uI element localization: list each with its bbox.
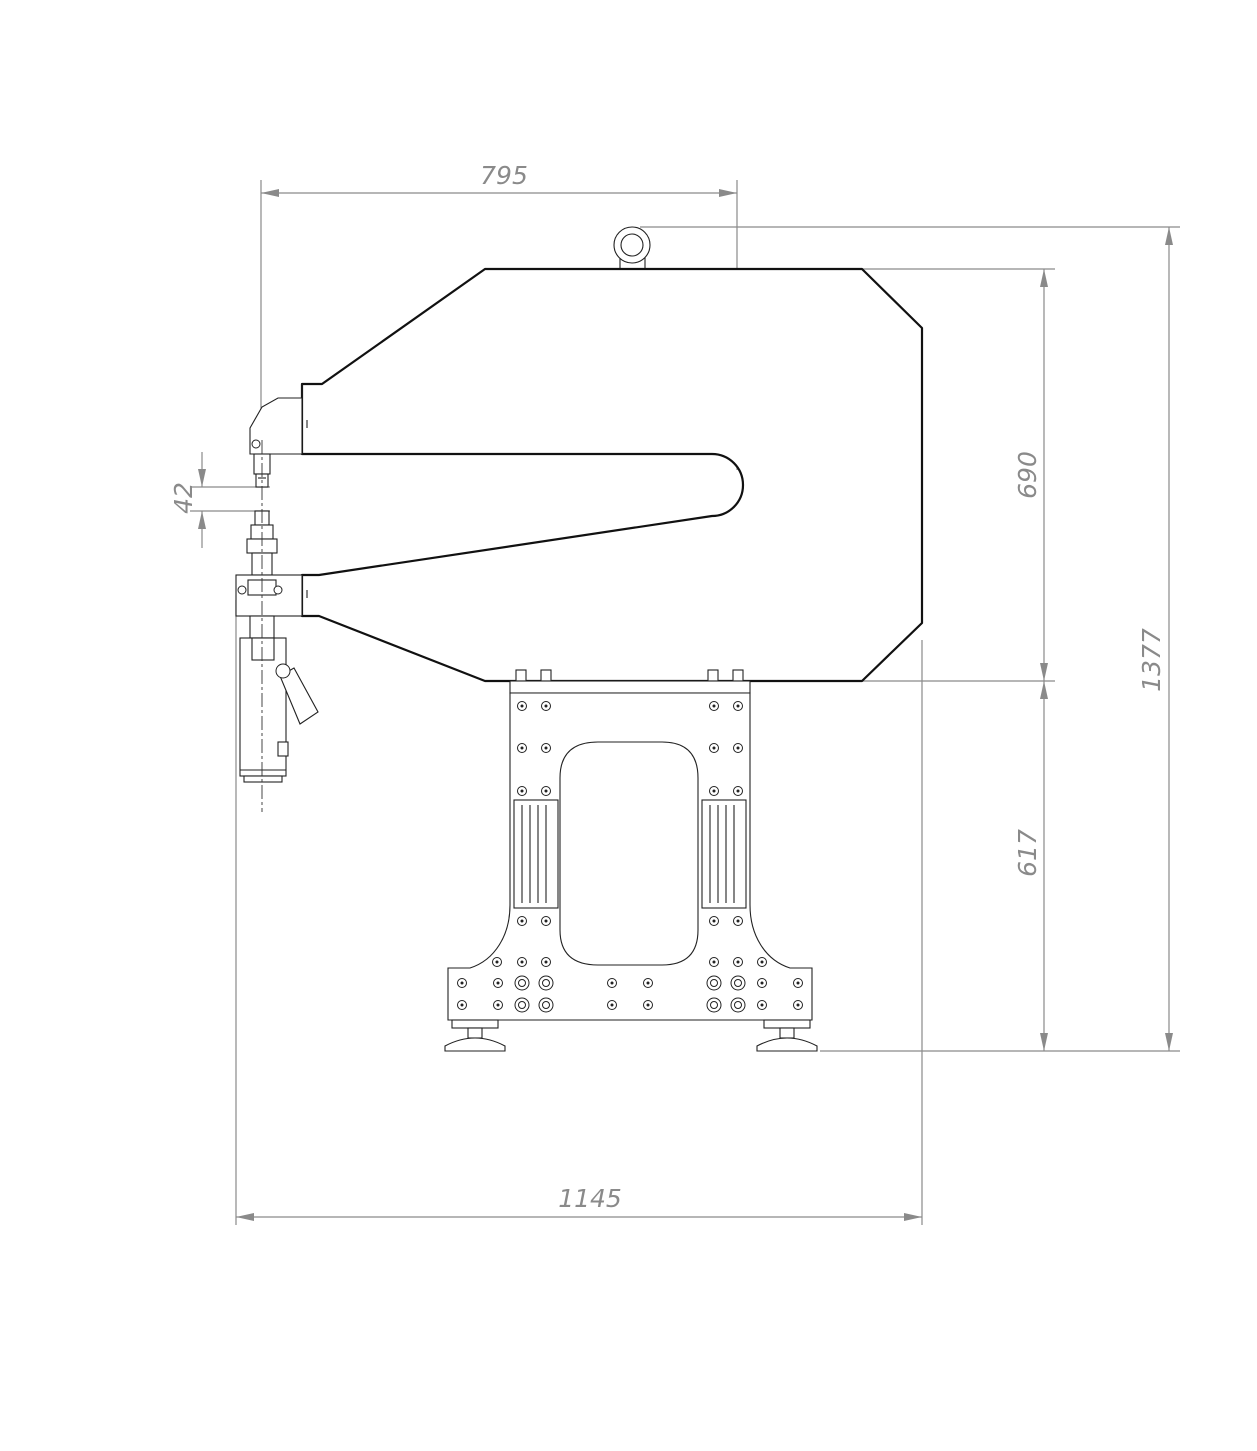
dimension-label-1145: 1145	[558, 1184, 622, 1213]
c-frame-body	[300, 267, 924, 683]
upper-tool-holder	[249, 397, 303, 488]
leveling-foot-left	[444, 1019, 506, 1052]
stand-bolt-holes	[492, 701, 767, 967]
dimension-label-1377: 1377	[1137, 628, 1166, 692]
stand-body	[447, 692, 813, 1021]
lower-tool-cylinder	[235, 510, 319, 783]
dimension-upper-frame: 690	[1013, 269, 1048, 681]
dimension-stand-height: 617	[1013, 681, 1048, 1051]
dimension-overall-width: 1145	[236, 1184, 922, 1221]
base-plate-holes	[457, 975, 803, 1013]
leveling-foot-right	[756, 1019, 818, 1052]
extension-lines	[190, 180, 1180, 1225]
dimension-throat-depth: 795	[261, 161, 737, 197]
dimension-label-795: 795	[480, 161, 528, 190]
dimension-label-617: 617	[1013, 829, 1042, 877]
dimension-overall-height: 1377	[1137, 227, 1173, 1051]
lifting-eye	[613, 226, 651, 271]
dimension-label-42: 42	[169, 482, 198, 514]
dimension-label-690: 690	[1013, 451, 1042, 499]
dimension-tool-gap: 42	[169, 452, 206, 548]
